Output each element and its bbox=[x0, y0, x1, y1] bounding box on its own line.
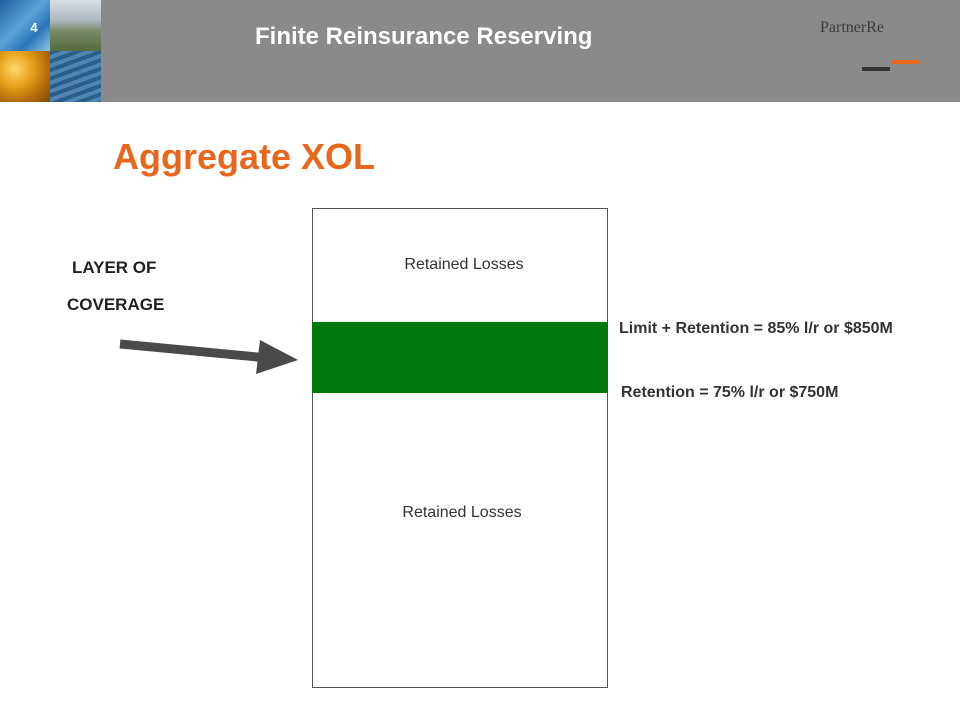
logo-mark-orange bbox=[892, 60, 919, 64]
slide-heading: Aggregate XOL bbox=[113, 136, 376, 177]
coins-photo bbox=[0, 51, 50, 102]
slide-number: 4 bbox=[30, 20, 38, 35]
layer-label-line2: COVERAGE bbox=[67, 295, 165, 314]
header-photo-collage: 4 bbox=[0, 0, 101, 102]
logo-mark-dark bbox=[862, 67, 890, 71]
retention-label: Retention = 75% l/r or $750M bbox=[621, 384, 839, 401]
water-photo bbox=[0, 0, 50, 51]
header-title: Finite Reinsurance Reserving bbox=[255, 23, 593, 50]
arrow-icon bbox=[119, 339, 298, 374]
coverage-layer-band bbox=[312, 322, 608, 393]
runway-photo bbox=[50, 0, 101, 51]
loss-column bbox=[312, 208, 608, 688]
partnerre-logo: PartnerRe bbox=[820, 19, 884, 36]
layer-label-line1: LAYER OF bbox=[72, 258, 157, 277]
limit-retention-label: Limit + Retention = 85% l/r or $850M bbox=[619, 320, 893, 337]
header-bar: 4 Finite Reinsurance Reserving PartnerRe bbox=[0, 0, 960, 102]
field-photo bbox=[50, 51, 101, 102]
retained-losses-bottom-label: Retained Losses bbox=[402, 504, 522, 521]
retained-losses-top-label: Retained Losses bbox=[404, 256, 524, 273]
